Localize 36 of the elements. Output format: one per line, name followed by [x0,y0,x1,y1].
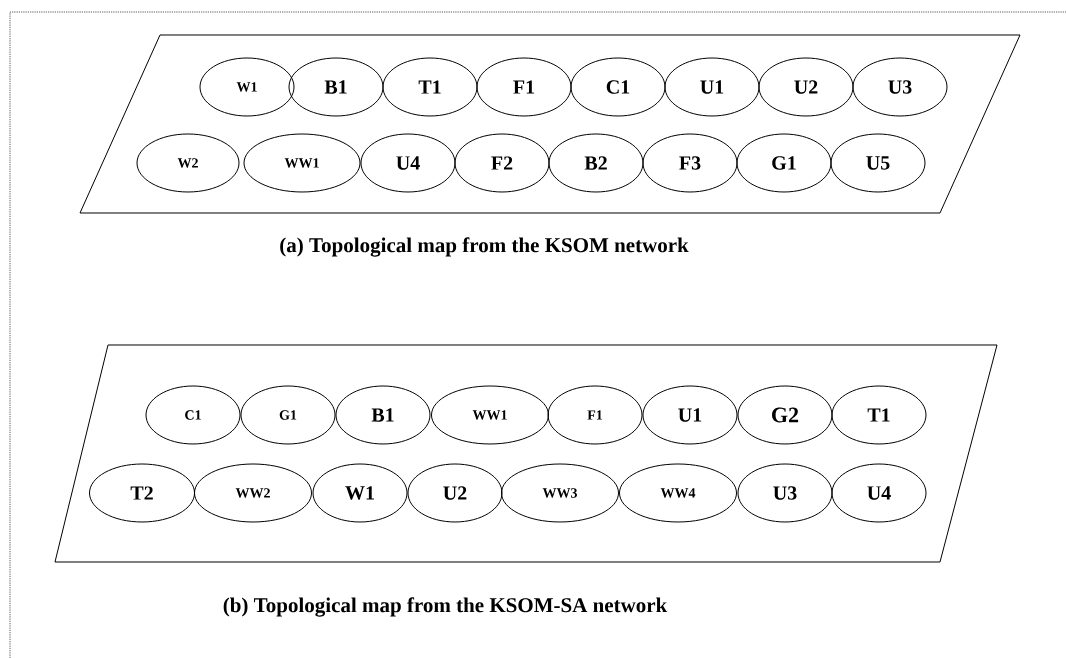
ellipse-node: W2 [136,133,240,193]
ellipse-node: T2 [89,463,195,523]
ellipse-node: U4 [831,463,927,523]
ellipse-node: B1 [335,385,431,445]
ellipse-node: WW4 [619,463,737,523]
ellipse-node: U4 [360,133,456,193]
ellipse-node: WW3 [501,463,619,523]
ellipse-node: U2 [758,57,854,117]
ellipse-node: W1 [199,57,295,117]
ellipse-node: U1 [642,385,738,445]
node-label: (b) Topological map from the KSOM-SA network [223,597,668,617]
ellipse-node: F1 [476,57,572,117]
ellipse-node: F1 [547,385,643,445]
ellipse-node: G2 [737,385,833,445]
ellipse-node: U3 [737,463,833,523]
ellipse-node: F3 [642,133,738,193]
ellipse-node: B2 [548,133,644,193]
node-label: (a) Topological map from the KSOM network [280,237,689,257]
ellipse-node: U1 [664,57,760,117]
ellipse-node: WW2 [194,463,312,523]
ellipse-node: T1 [382,57,478,117]
ellipse-node: W1 [312,463,408,523]
ellipse-node: WW1 [431,385,549,445]
parallelogram [79,34,1021,214]
ellipse-node: G1 [736,133,832,193]
ellipse-node: T1 [831,385,927,445]
ellipse-node: U5 [830,133,926,193]
ellipse-node: U2 [407,463,503,523]
ellipse-node: F2 [454,133,550,193]
ellipse-node: G1 [240,385,336,445]
ellipse-node: U3 [852,57,948,117]
ellipse-node: WW1 [243,133,361,193]
parallelogram [54,344,998,563]
ellipse-node: C1 [145,385,241,445]
ellipse-node: C1 [570,57,666,117]
ellipse-node: B1 [288,57,384,117]
